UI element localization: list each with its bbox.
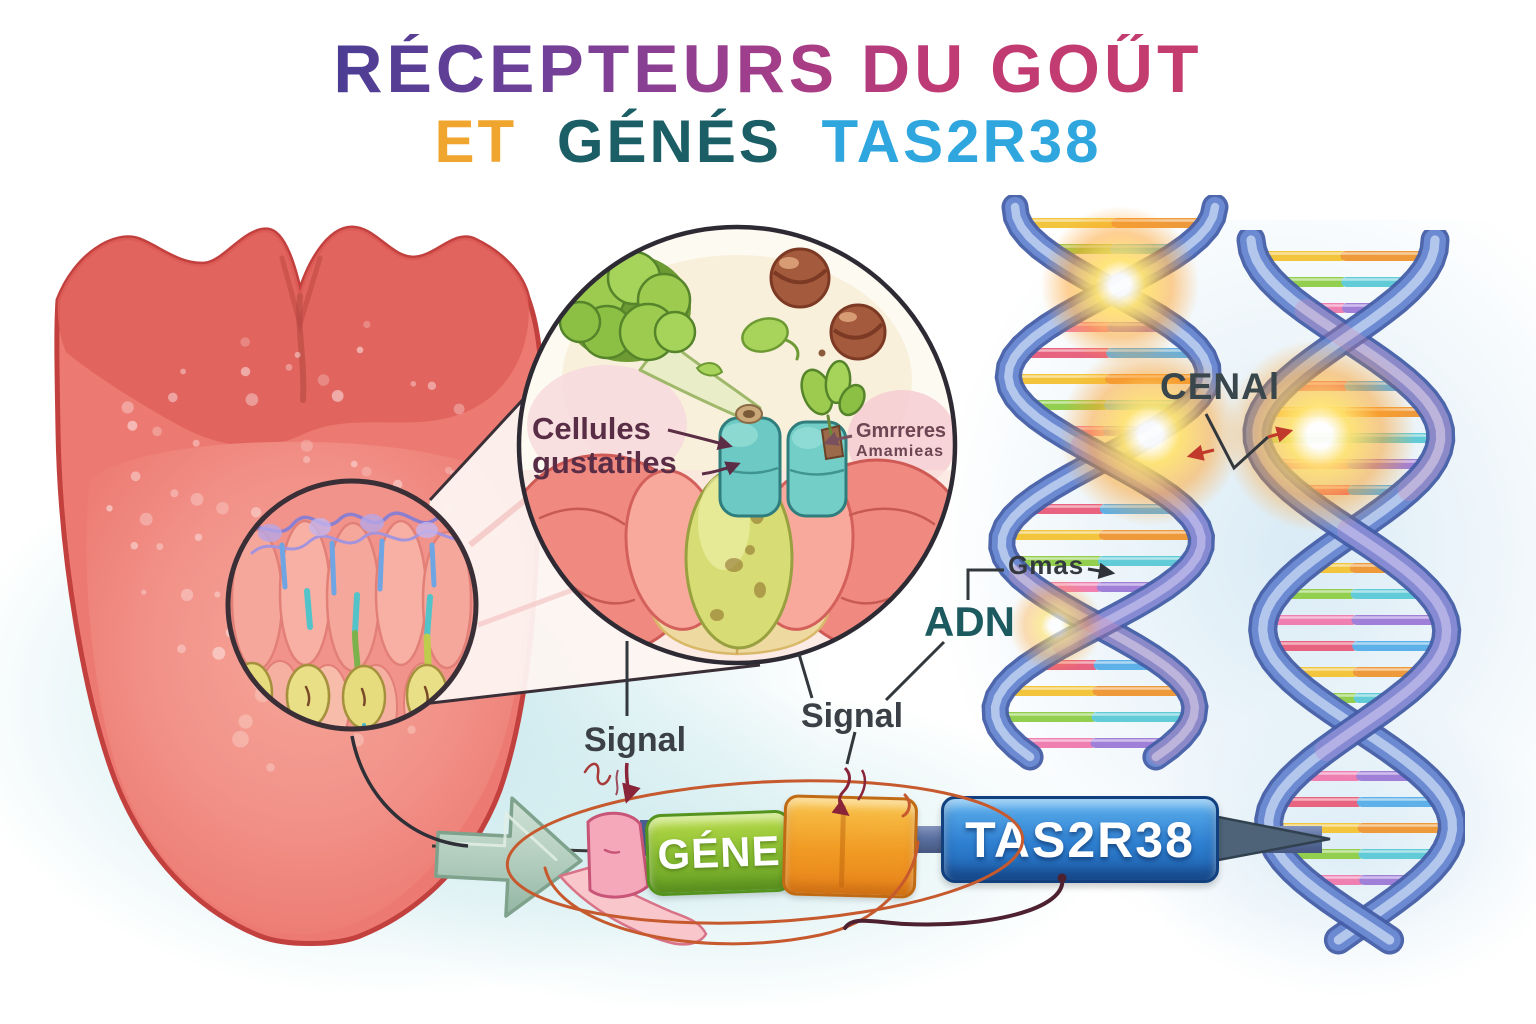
signal-hook-icon <box>831 766 851 816</box>
title-word-genes: GÉNÉS <box>556 108 782 176</box>
tas2r38-connector-curve <box>843 876 1065 930</box>
thread-loops <box>505 779 1025 946</box>
signal-arrow-down-icon <box>622 762 641 804</box>
title-line2: ET GÉNÉS TAS2R38 <box>0 107 1536 176</box>
gnas-arrow-icon <box>1087 562 1116 579</box>
cenal-red-arrow-icon <box>1267 426 1294 443</box>
tongue-center-crease <box>296 293 307 403</box>
signal-label-right: Signal <box>801 697 904 735</box>
garbled-label: Gmrreres Amamieas <box>856 420 947 460</box>
tongue-back-shading <box>57 228 529 446</box>
broccoli-icon <box>558 250 763 424</box>
inset-connector-line <box>350 735 469 848</box>
signal-label-left: Signal <box>584 721 687 759</box>
adn-label: ADN <box>924 598 1015 645</box>
garbled-arrow-icon <box>823 431 853 446</box>
cenal-label: CENAl <box>1160 366 1281 407</box>
cellules-arrow-icon <box>667 428 733 451</box>
title-word-tas2r38: TAS2R38 <box>821 108 1102 176</box>
title-line1: RÉCEPTEURS DU GOŰT <box>333 31 1203 107</box>
page-title: RÉCEPTEURS DU GOŰT ET GÉNÉS TAS2R38 <box>0 31 1536 176</box>
gnas-label: Gmas <box>1008 550 1085 580</box>
taste-cells-label: Cellules gustatiles <box>532 411 677 481</box>
cellules-arrow-icon <box>701 461 741 476</box>
bean-icon <box>769 247 887 361</box>
food-particle-icon <box>741 317 826 361</box>
cenal-red-arrow-icon <box>1186 444 1215 461</box>
title-word-et: ET <box>434 108 518 176</box>
tongue-center-notch <box>279 255 323 334</box>
